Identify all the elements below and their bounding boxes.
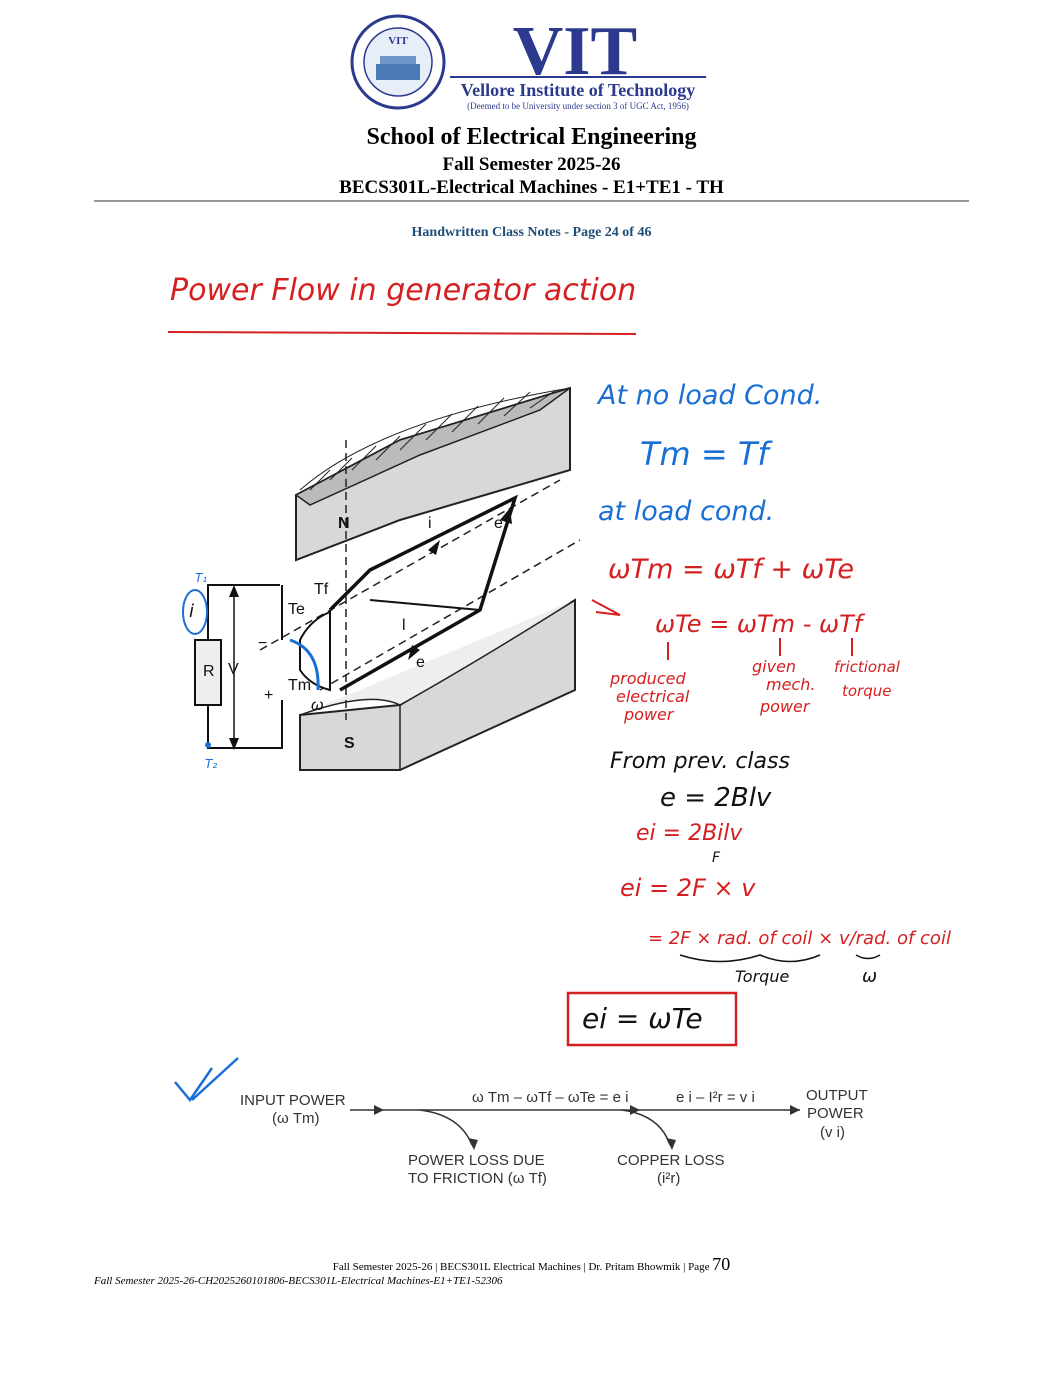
svg-text:torque: torque <box>842 682 891 700</box>
result-box <box>566 991 738 1047</box>
vit-seal-icon: VIT <box>350 14 446 110</box>
svg-text:i: i <box>189 601 194 622</box>
svg-text:V: V <box>228 661 239 678</box>
svg-text:POWER LOSS DUE: POWER LOSS DUE <box>408 1152 545 1169</box>
svg-text:power: power <box>759 697 811 716</box>
result-equation: ei = ωTe <box>582 1002 703 1035</box>
semester: Fall Semester 2025-26 <box>442 154 621 175</box>
label-s: S <box>344 735 355 752</box>
svg-text:−: − <box>258 635 267 652</box>
svg-text:ω: ω <box>862 966 877 987</box>
power-flow-diagram: INPUT POWER (ω Tm) ω Tm – ωTf – ωTe = e … <box>240 1087 868 1187</box>
label-omega: ω <box>311 697 323 714</box>
svg-text:(v i): (v i) <box>820 1124 845 1141</box>
label-tm: Tm <box>288 677 311 694</box>
svg-text:(i²r): (i²r) <box>657 1170 680 1187</box>
svg-text:given: given <box>752 657 796 676</box>
svg-text:= 2F × rad. of coil × v/rad. o: = 2F × rad. of coil × v/rad. of coil <box>648 928 951 949</box>
svg-text:power: power <box>623 705 675 724</box>
page-footer: Fall Semester 2025-26 | BECS301L Electri… <box>332 1254 731 1274</box>
svg-text:l: l <box>402 617 406 634</box>
label-te: Te <box>288 601 305 618</box>
svg-text:From prev. class: From prev. class <box>610 749 790 774</box>
svg-text:+: + <box>264 687 273 704</box>
svg-text:OUTPUT: OUTPUT <box>806 1087 868 1104</box>
label-n: N <box>338 515 350 532</box>
svg-text:ωTe = ωTm - ωTf: ωTe = ωTm - ωTf <box>655 610 866 638</box>
vit-logo: VIT VIT Vellore Institute of Technology … <box>350 13 706 111</box>
svg-text:i: i <box>428 515 432 532</box>
svg-text:POWER: POWER <box>807 1105 864 1122</box>
svg-text:T₁: T₁ <box>195 571 207 585</box>
vit-tagline: (Deemed to be University under section 3… <box>467 101 689 111</box>
handwritten-notes: Power Flow in generator action N S i e <box>167 273 951 1187</box>
svg-text:e = 2Blv: e = 2Blv <box>660 783 772 813</box>
svg-text:e i – I²r = v i: e i – I²r = v i <box>676 1089 755 1106</box>
svg-text:ω Tm – ωTf – ωTe = e i: ω Tm – ωTf – ωTe = e i <box>472 1089 628 1106</box>
notes-subtitle: Handwritten Class Notes - Page 24 of 46 <box>411 225 652 240</box>
label-tf: Tf <box>314 581 329 598</box>
generator-figure: N S i e l e Tf Te Tm ω − + R V i <box>182 386 581 771</box>
svg-text:INPUT POWER: INPUT POWER <box>240 1092 346 1109</box>
svg-text:ei = 2F × v: ei = 2F × v <box>620 874 756 902</box>
svg-text:ωTm = ωTf + ωTe: ωTm = ωTf + ωTe <box>608 554 854 585</box>
svg-text:F: F <box>712 850 721 866</box>
notes-title: Power Flow in generator action <box>170 273 636 308</box>
svg-text:e: e <box>494 515 503 532</box>
vit-name: Vellore Institute of Technology <box>461 80 696 100</box>
title-underline <box>167 331 637 335</box>
school-name: School of Electrical Engineering <box>366 124 697 150</box>
svg-text:at load cond.: at load cond. <box>598 496 774 527</box>
page-number: 70 <box>712 1254 731 1274</box>
svg-text:COPPER LOSS: COPPER LOSS <box>617 1152 725 1169</box>
svg-text:produced: produced <box>609 669 686 688</box>
svg-text:TO FRICTION (ω Tf): TO FRICTION (ω Tf) <box>408 1170 547 1187</box>
svg-text:e: e <box>416 654 425 671</box>
svg-text:ei = 2Bilv: ei = 2Bilv <box>636 821 743 846</box>
course-title: BECS301L-Electrical Machines - E1+TE1 - … <box>339 177 724 198</box>
svg-text:T₂: T₂ <box>205 757 217 771</box>
footer-reference: Fall Semester 2025-26-CH2025260101806-BE… <box>94 1275 503 1287</box>
svg-text:VIT: VIT <box>388 35 408 47</box>
svg-text:Tm = Tf: Tm = Tf <box>640 435 773 473</box>
svg-text:At no load Cond.: At no load Cond. <box>596 380 822 411</box>
svg-text:R: R <box>203 663 215 680</box>
svg-text:mech.: mech. <box>766 675 815 694</box>
resistor <box>194 639 222 706</box>
svg-text:frictional: frictional <box>834 658 901 676</box>
vit-wordmark: VIT <box>513 13 637 90</box>
svg-text:Torque: Torque <box>735 967 789 986</box>
coil <box>328 494 518 692</box>
svg-text:electrical: electrical <box>616 687 690 706</box>
svg-text:(ω Tm): (ω Tm) <box>272 1110 320 1127</box>
check-icon <box>174 1057 239 1103</box>
header-divider <box>94 200 969 202</box>
